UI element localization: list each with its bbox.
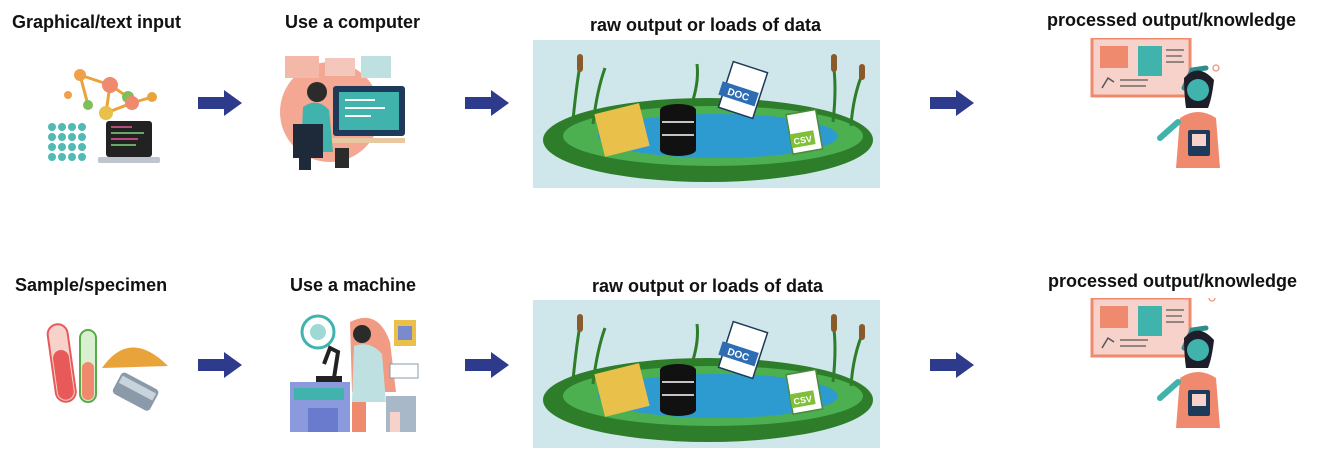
flow-arrow <box>198 90 242 116</box>
flow-arrow <box>465 352 509 378</box>
csv-badge: CSV <box>793 394 813 407</box>
csv-file-icon: CSV <box>785 368 824 415</box>
database-icon <box>660 104 696 156</box>
csv-badge: CSV <box>793 134 813 147</box>
step-input-label: Graphical/text input <box>12 12 182 32</box>
flow-arrow <box>930 90 974 116</box>
binary-data-card <box>594 363 650 417</box>
database-icon <box>660 364 696 416</box>
data-pond-illustration: DOC CSV <box>533 300 880 448</box>
presenter-illustration <box>1090 38 1220 168</box>
step-data-label: raw output or loads of data <box>590 15 822 35</box>
step-input-label: Sample/specimen <box>15 275 168 295</box>
flow-arrow <box>465 90 509 116</box>
step-result-label: processed output/knowledge <box>1047 10 1297 30</box>
lab-machine-illustration <box>290 314 419 432</box>
step-data-label: raw output or loads of data <box>592 276 824 296</box>
sample-tubes-illustration <box>46 323 168 411</box>
step-result-label: processed output/knowledge <box>1048 271 1298 291</box>
step-tool-label: Use a machine <box>290 275 417 295</box>
doc-file-icon: DOC <box>717 60 769 120</box>
step-tool-label: Use a computer <box>285 12 421 32</box>
binary-data-card <box>594 103 650 157</box>
molecule-laptop-illustration <box>48 69 160 163</box>
computer-user-illustration <box>280 56 405 170</box>
flow-arrow <box>930 352 974 378</box>
csv-file-icon: CSV <box>785 108 824 155</box>
flow-arrow <box>198 352 242 378</box>
doc-file-icon: DOC <box>717 320 769 380</box>
data-pond-illustration: DOC CSV <box>533 40 880 188</box>
presenter-illustration <box>1090 298 1220 428</box>
